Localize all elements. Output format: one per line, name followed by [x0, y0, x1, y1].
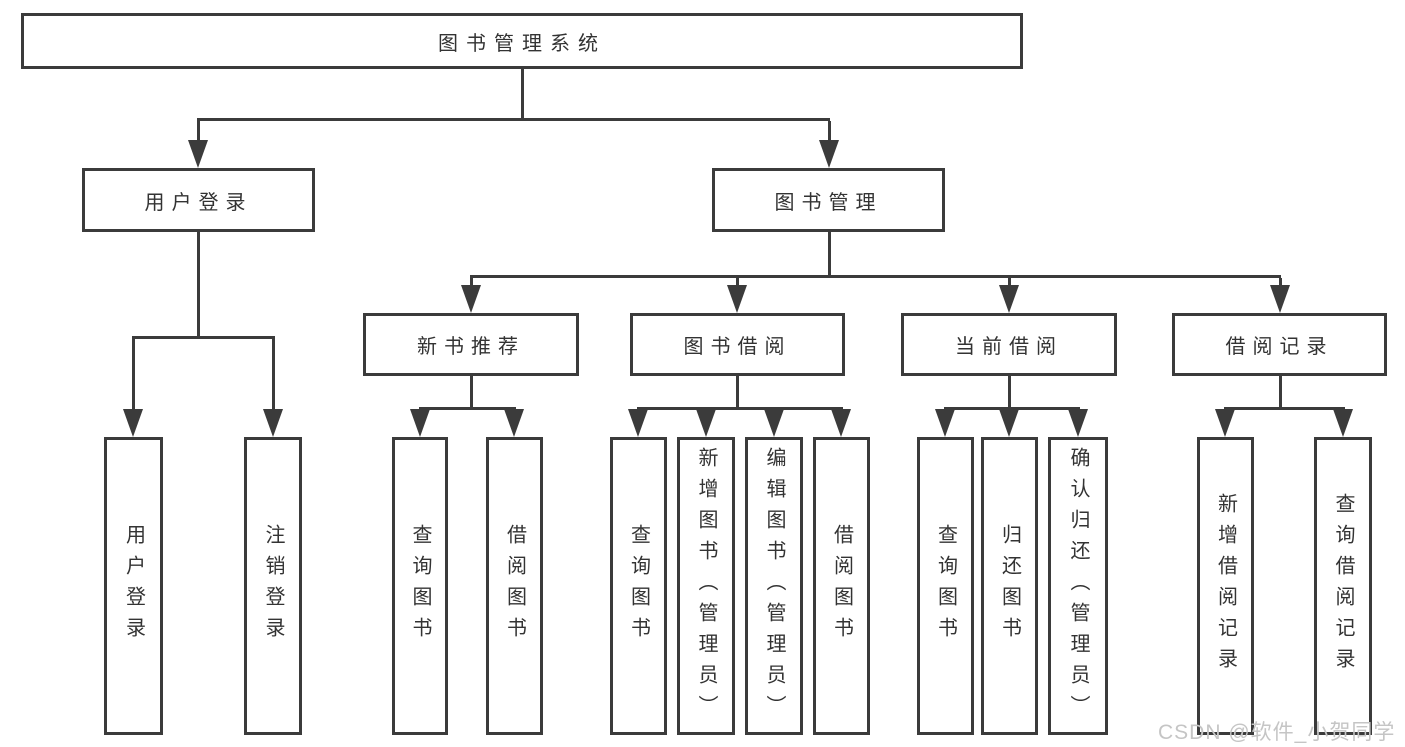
leaf-confirm-return-admin: 确认归还（管理员） — [1048, 437, 1108, 735]
connector-line — [132, 336, 275, 339]
leaf-edit-book-admin: 编辑图书（管理员） — [745, 437, 803, 735]
connector-line — [736, 376, 739, 410]
leaf-query-books-recommend: 查询图书 — [392, 437, 448, 735]
leaf-query-books-recommend-label: 查询图书 — [409, 524, 431, 648]
connector-line — [470, 275, 1281, 278]
leaf-query-books-borrowing-label: 查询图书 — [627, 524, 650, 648]
arrowhead-icon — [727, 285, 747, 313]
leaf-add-book-admin-label: 新增图书（管理员） — [695, 446, 717, 726]
leaf-query-borrow-record: 查询借阅记录 — [1314, 437, 1372, 735]
arrowhead-icon — [263, 409, 283, 437]
leaf-query-books-borrowing: 查询图书 — [610, 437, 667, 735]
node-root: 图书管理系统 — [21, 13, 1023, 69]
leaf-confirm-return-admin-label: 确认归还（管理员） — [1067, 446, 1089, 726]
connector-line — [1224, 407, 1345, 410]
connector-line — [272, 339, 275, 410]
arrowhead-icon — [999, 409, 1019, 437]
connector-line — [1008, 376, 1011, 410]
leaf-user-login-label: 用户登录 — [122, 524, 145, 648]
arrowhead-icon — [764, 409, 784, 437]
connector-line — [1008, 278, 1011, 288]
arrowhead-icon — [504, 409, 524, 437]
node-user-login: 用户登录 — [82, 168, 315, 232]
arrowhead-icon — [935, 409, 955, 437]
arrowhead-icon — [1068, 409, 1088, 437]
leaf-logout-label: 注销登录 — [262, 524, 284, 648]
connector-line — [470, 376, 473, 410]
leaf-return-book: 归还图书 — [981, 437, 1038, 735]
leaf-logout: 注销登录 — [244, 437, 302, 735]
connector-line — [828, 232, 831, 278]
node-current-borrowing-label: 当前借阅 — [955, 336, 1063, 358]
leaf-borrow-books-borrowing: 借阅图书 — [813, 437, 870, 735]
arrowhead-icon — [188, 140, 208, 168]
arrowhead-icon — [819, 140, 839, 168]
node-current-borrowing: 当前借阅 — [901, 313, 1117, 376]
node-book-borrowing-label: 图书借阅 — [683, 336, 792, 358]
arrowhead-icon — [696, 409, 716, 437]
connector-line — [736, 278, 739, 288]
arrowhead-icon — [999, 285, 1019, 313]
arrowhead-icon — [1270, 285, 1290, 313]
arrowhead-icon — [831, 409, 851, 437]
leaf-return-book-label: 归还图书 — [998, 524, 1021, 648]
node-book-borrowing: 图书借阅 — [630, 313, 845, 376]
node-new-book-recommend: 新书推荐 — [363, 313, 579, 376]
leaf-add-borrow-record: 新增借阅记录 — [1197, 437, 1254, 735]
arrowhead-icon — [461, 285, 481, 313]
arrowhead-icon — [410, 409, 430, 437]
node-root-label: 图书管理系统 — [438, 32, 606, 55]
csdn-watermark: CSDN @软件_小贺同学 — [1158, 721, 1396, 744]
connector-line — [470, 278, 473, 288]
arrowhead-icon — [628, 409, 648, 437]
leaf-user-login: 用户登录 — [104, 437, 163, 735]
connector-line — [1279, 278, 1282, 288]
leaf-add-book-admin: 新增图书（管理员） — [677, 437, 735, 735]
node-user-login-label: 用户登录 — [144, 191, 253, 214]
connector-line — [1279, 376, 1282, 410]
leaf-add-borrow-record-label: 新增借阅记录 — [1214, 493, 1237, 679]
node-new-book-recommend-label: 新书推荐 — [417, 336, 525, 358]
connector-line — [197, 232, 200, 339]
leaf-query-borrow-record-label: 查询借阅记录 — [1332, 493, 1354, 679]
connector-line — [197, 121, 200, 143]
connector-line — [132, 339, 135, 410]
connector-line — [944, 407, 1080, 410]
arrowhead-icon — [1215, 409, 1235, 437]
arrowhead-icon — [123, 409, 143, 437]
node-book-management: 图书管理 — [712, 168, 945, 232]
node-borrowing-records: 借阅记录 — [1172, 313, 1387, 376]
connector-line — [828, 121, 831, 143]
leaf-edit-book-admin-label: 编辑图书（管理员） — [763, 446, 785, 726]
leaf-borrow-books-recommend-label: 借阅图书 — [503, 524, 526, 648]
leaf-borrow-books-borrowing-label: 借阅图书 — [830, 524, 853, 648]
connector-line — [637, 407, 843, 410]
leaf-query-books-current-label: 查询图书 — [934, 524, 957, 648]
connector-line — [521, 68, 524, 121]
leaf-query-books-current: 查询图书 — [917, 437, 974, 735]
connector-line — [419, 407, 516, 410]
connector-line — [197, 118, 830, 121]
node-borrowing-records-label: 借阅记录 — [1225, 336, 1334, 358]
node-book-management-label: 图书管理 — [774, 191, 883, 214]
arrowhead-icon — [1333, 409, 1353, 437]
leaf-borrow-books-recommend: 借阅图书 — [486, 437, 543, 735]
